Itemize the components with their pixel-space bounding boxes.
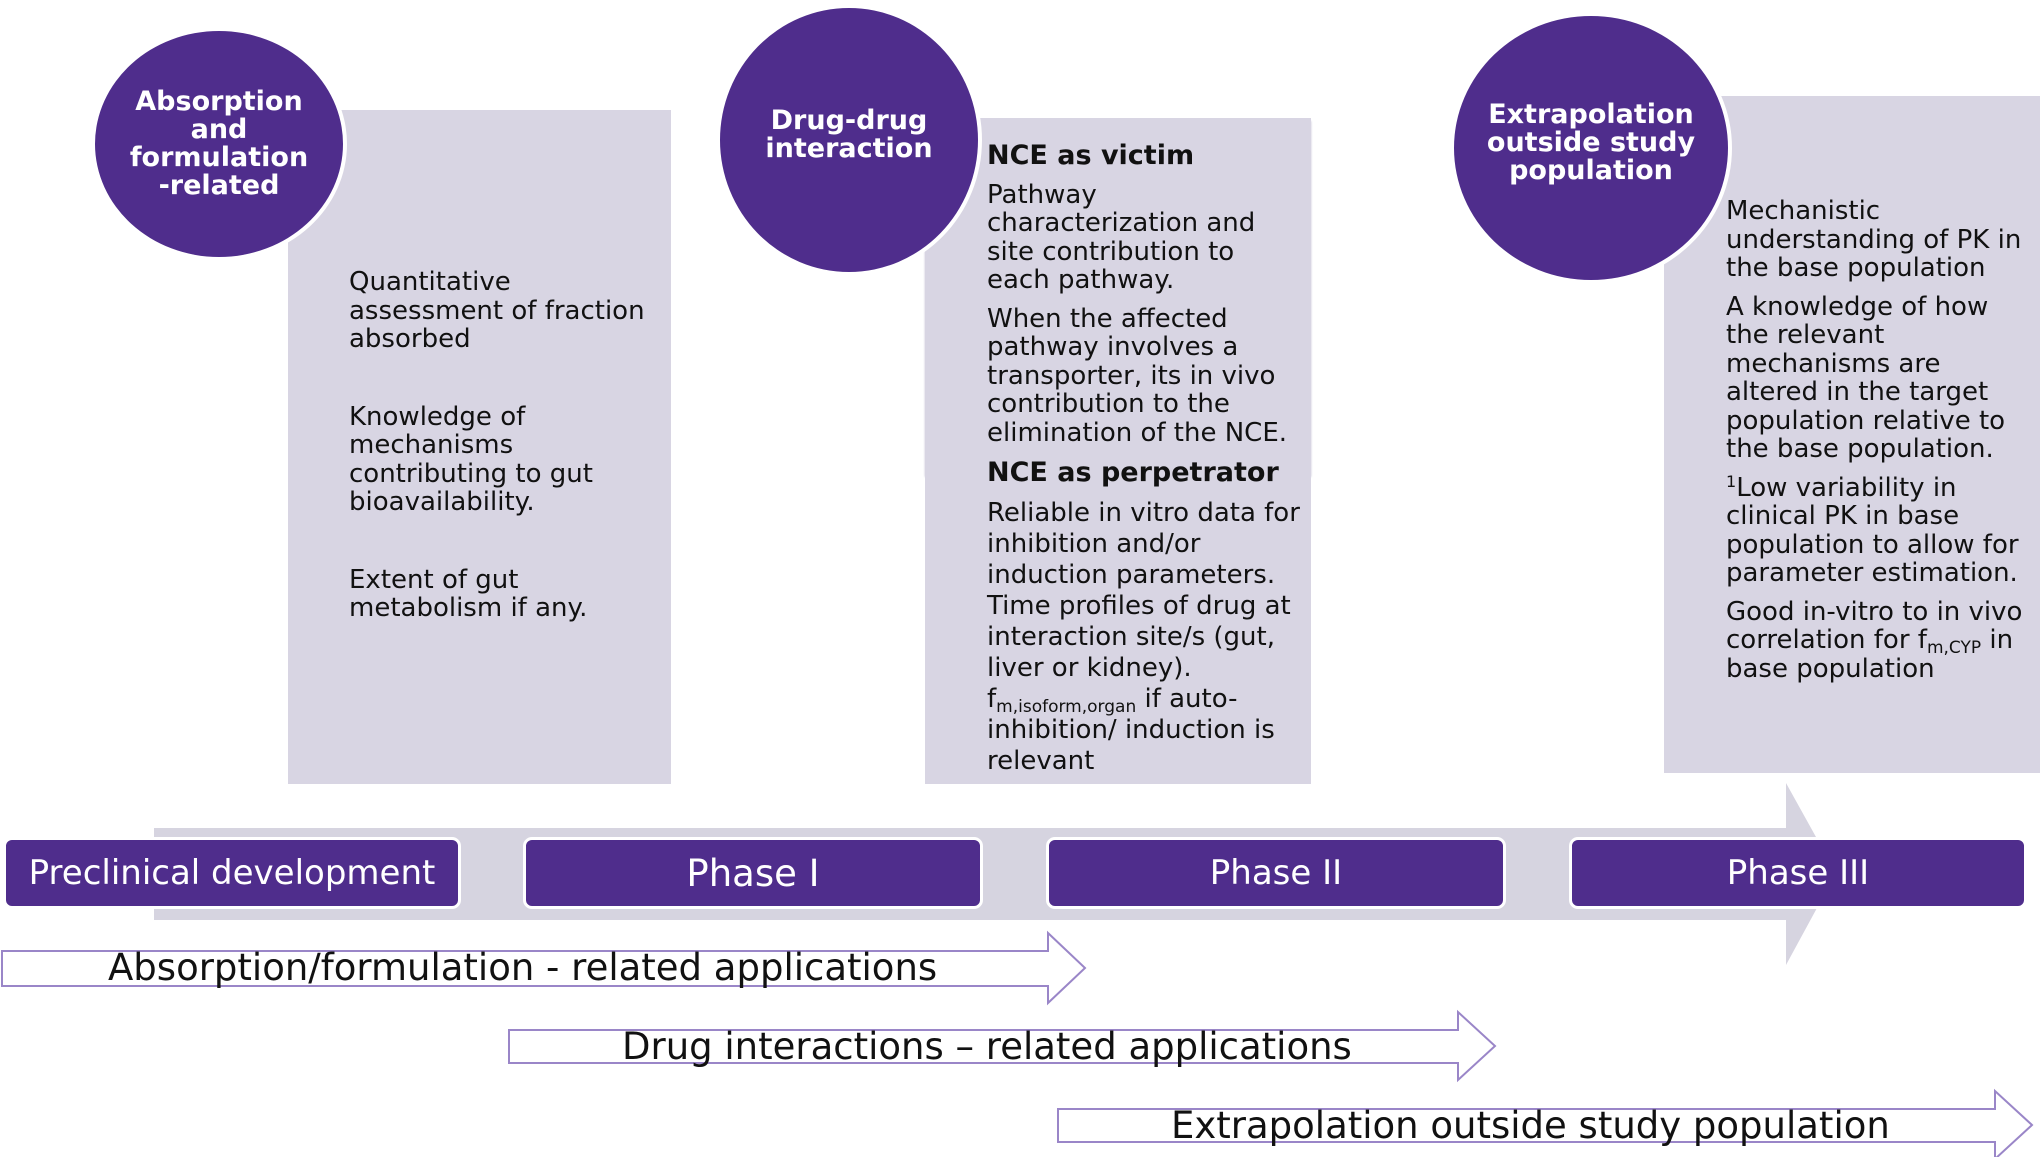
extrapolation-item: A knowledge of how the relevant mechanis… [1726, 291, 2006, 464]
fm-subscript: m,isoform,organ [996, 697, 1137, 717]
application-label-absorption: Absorption/formulation - related applica… [108, 946, 938, 989]
circle-label-line: and [190, 114, 248, 145]
victim-item: When the affected pathway involves a tra… [987, 303, 1288, 448]
absorption-box-text: Quantitative assessment of fraction abso… [349, 268, 659, 635]
extrapolation-good-item: Good in-vitro to in vivo correlation for… [1726, 596, 2038, 684]
extrapolation-item: Mechanistic understanding of PK in the b… [1726, 196, 2022, 283]
perpetrator-item: Time profiles of drug at interaction sit… [987, 591, 1291, 683]
extrapolation-circle: Extrapolation outside study population [1450, 12, 1732, 284]
circle-label-line: outside study [1486, 127, 1696, 158]
application-arrow-absorption [1, 930, 1087, 1006]
ddi-circle: Drug-drug interaction [716, 4, 982, 276]
footnote-marker: 1 [1726, 471, 1737, 491]
ddi-box-victim [925, 118, 1311, 474]
good-text: Good in-vitro to in vivo correlation for [1726, 596, 2023, 655]
fm-text: in base population [1726, 625, 2014, 684]
victim-header: NCE as victim [987, 140, 1195, 171]
absorption-box [288, 110, 671, 784]
phase-preclinical: Preclinical development [3, 837, 461, 909]
circle-label-line: Drug-drug [770, 105, 928, 136]
absorption-item: Knowledge of mechanisms contributing to … [349, 401, 593, 517]
ddi-perpetrator-text: NCE as perpetrator Reliable in vitro dat… [987, 457, 1305, 777]
extrapolation-box-text: Mechanistic understanding of PK in the b… [1726, 197, 2038, 683]
perpetrator-fm-item: fm,isoform,organ if auto-inhibition/ ind… [987, 684, 1305, 777]
circle-label-line: Extrapolation [1488, 99, 1694, 130]
absorption-circle: Absorption and formulation -related [91, 27, 347, 261]
phase-2: Phase II [1046, 837, 1506, 909]
circle-label-line: interaction [765, 133, 933, 164]
circle-label-line: formulation [129, 142, 309, 173]
ddi-box-perpetrator [925, 472, 1311, 784]
lowvar-text: Low variability in clinical PK in base p… [1726, 472, 2019, 588]
circle-label-line: population [1509, 155, 1673, 186]
phase-1: Phase I [523, 837, 983, 909]
perpetrator-item: Reliable in vitro data for inhibition an… [987, 498, 1300, 590]
perpetrator-header: NCE as perpetrator [987, 457, 1279, 488]
ddi-victim-text: NCE as victim Pathway characterization a… [987, 140, 1305, 459]
application-arrow-ddi [508, 1009, 1497, 1083]
fm-text: if auto-inhibition/ induction is relevan… [987, 684, 1275, 776]
fm-subscript: m,CYP [1926, 638, 1982, 658]
absorption-item: Quantitative assessment of fraction abso… [349, 267, 645, 354]
extrapolation-lowvar-item: 1Low variability in clinical PK in base … [1726, 471, 2038, 588]
application-label-extrapolation: Extrapolation outside study population [1171, 1104, 1890, 1147]
application-arrow-extrapolation [1057, 1088, 2034, 1157]
circle-label-line: -related [158, 170, 280, 201]
phase-3: Phase III [1569, 837, 2027, 909]
circle-label-line: Absorption [135, 86, 303, 117]
timeline-arrow [154, 783, 1836, 965]
victim-item: Pathway characterization and site contri… [987, 179, 1256, 295]
fm-symbol: f [1917, 625, 1927, 655]
fm-symbol: f [987, 684, 997, 714]
extrapolation-box [1664, 96, 2040, 773]
absorption-item: Extent of gut metabolism if any. [349, 564, 588, 623]
application-label-ddi: Drug interactions – related applications [622, 1025, 1352, 1068]
